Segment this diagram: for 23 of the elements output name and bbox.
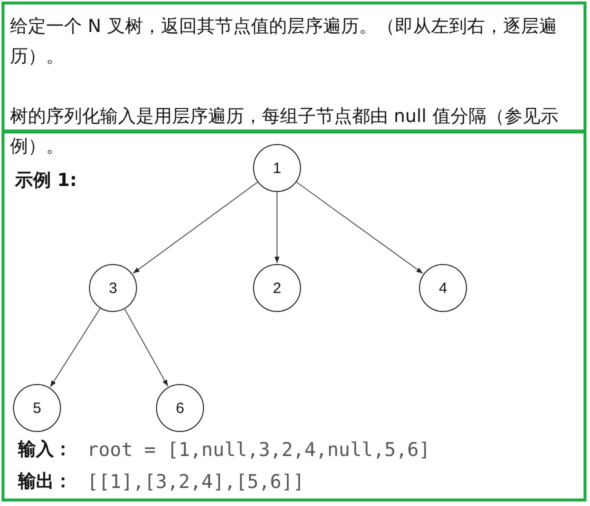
node-value: 4: [438, 280, 448, 296]
output-value: [[1],[3,2,4],[5,6]]: [87, 470, 304, 495]
tree-node-circle: [253, 264, 301, 312]
input-format-note: 树的序列化输入是用层序遍历，每组子节点都由 null 值分隔（参见示例）。: [10, 105, 560, 159]
input-value: root = [1,null,3,2,4,null,5,6]: [87, 438, 430, 463]
arrow: [50, 308, 101, 388]
problem-description: 给定一个 N 叉树，返回其节点值的层序遍历。（即从左到右，逐层遍历）。: [10, 15, 558, 69]
arrow: [132, 182, 258, 274]
tree-node-circle: [253, 144, 301, 192]
node-value: 6: [176, 400, 184, 416]
node-value: 3: [108, 280, 118, 296]
node-value: 5: [32, 400, 42, 416]
node-value: 1: [272, 160, 282, 176]
tree-node-circle: [13, 384, 61, 432]
arrow: [274, 192, 280, 264]
tree-node-circle: [156, 384, 204, 432]
tree-node-circle: [89, 264, 137, 312]
input-label: 输入：: [18, 438, 72, 462]
output-label: 输出：: [18, 470, 72, 494]
arrow: [124, 308, 168, 387]
node-value: 2: [272, 280, 282, 296]
example-heading: 示例 1:: [15, 169, 77, 193]
tree-node-circle: [419, 264, 467, 312]
